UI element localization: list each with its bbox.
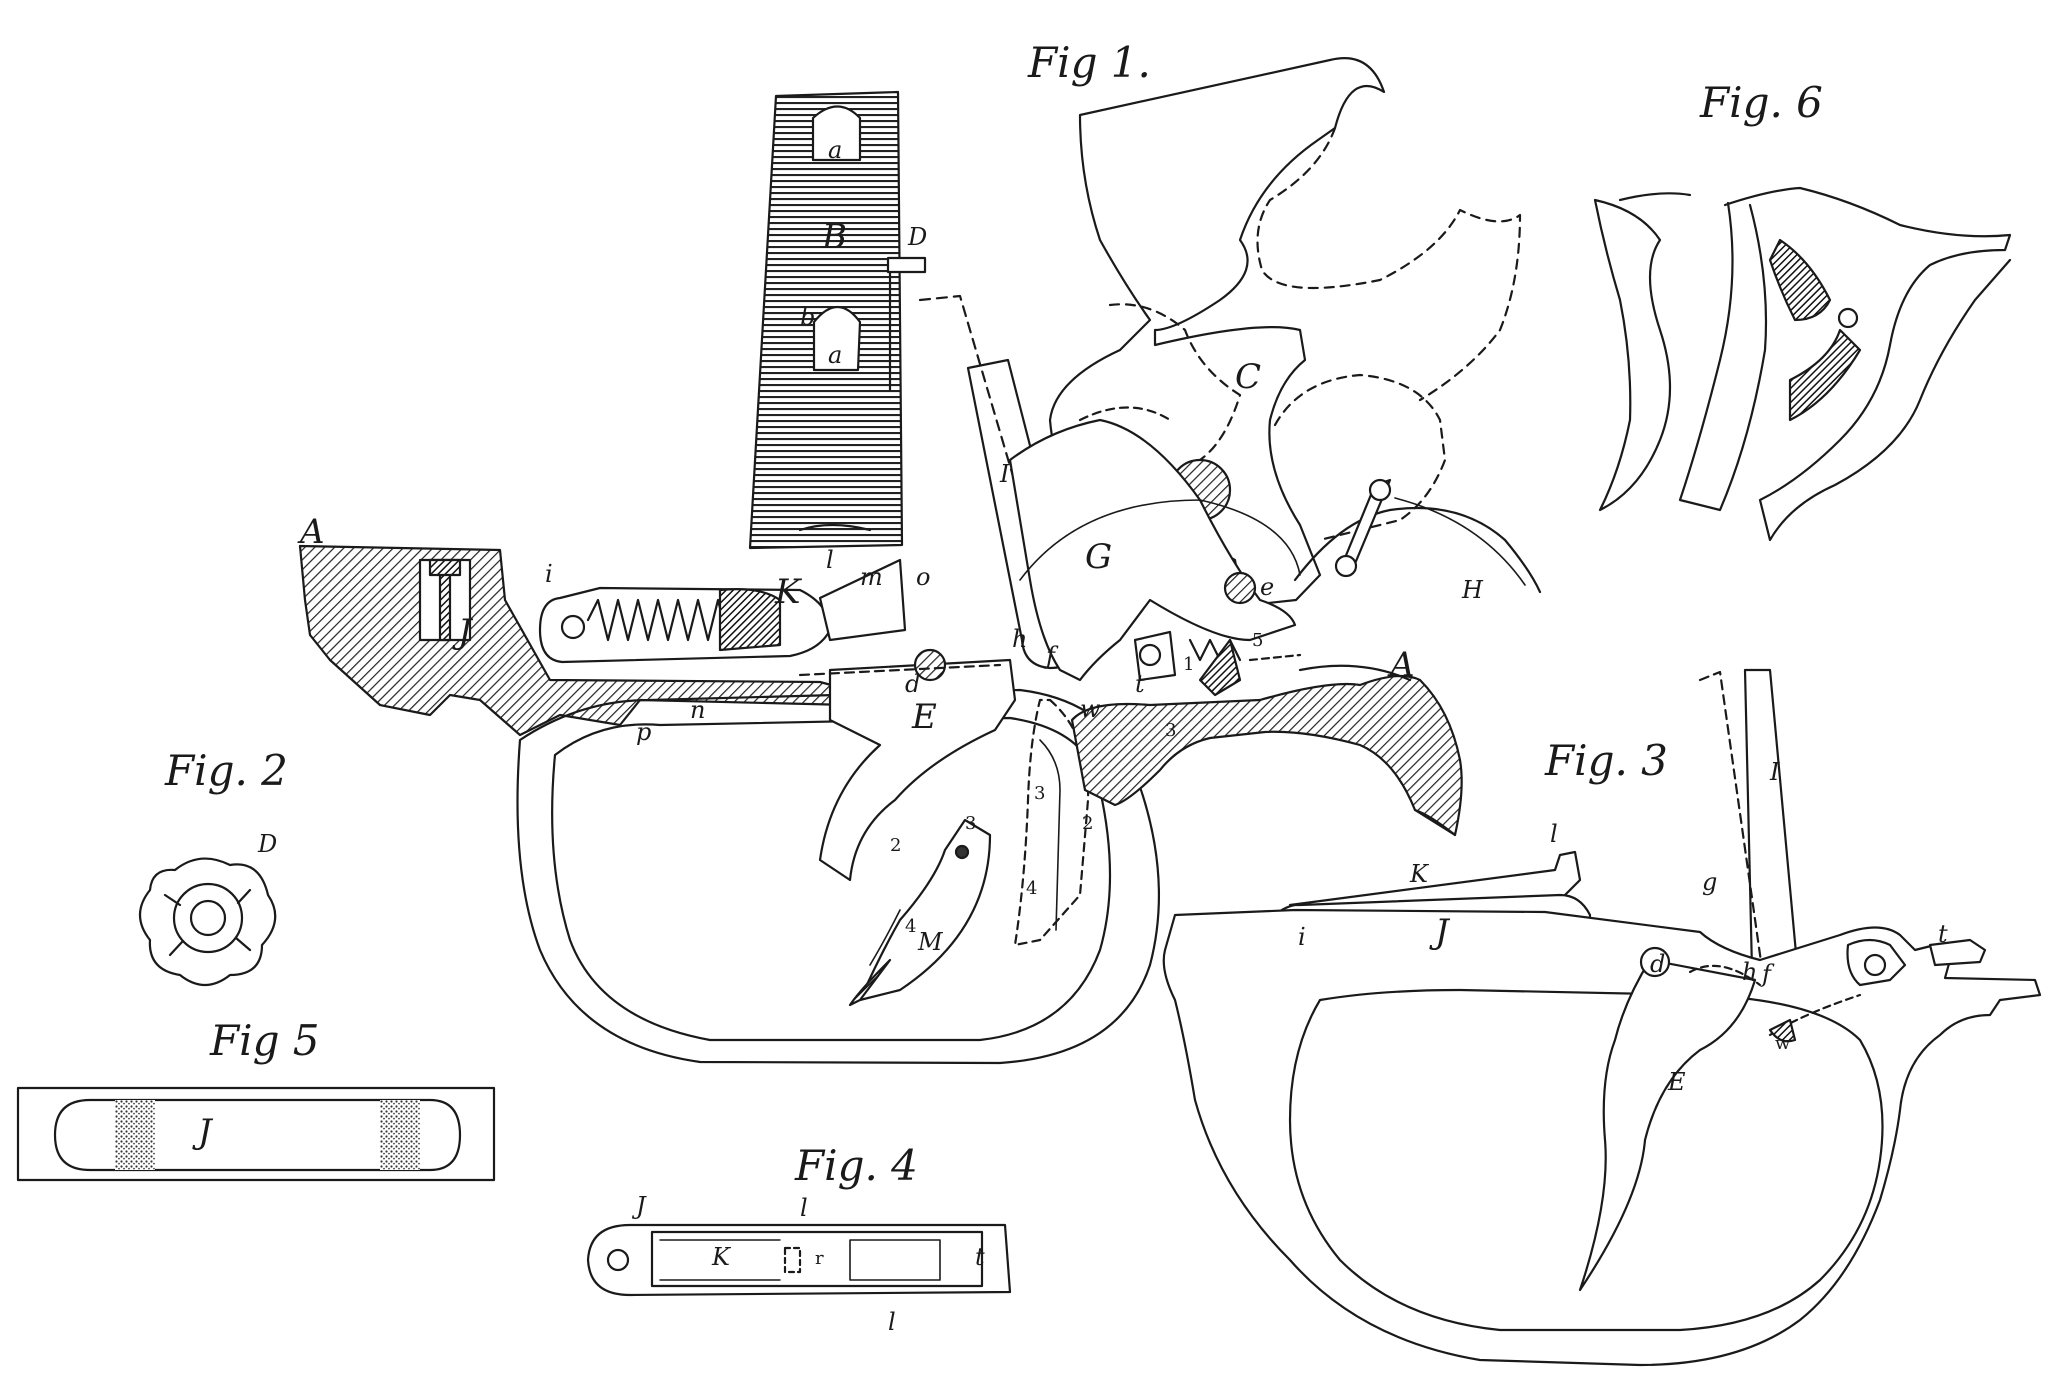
label-num-5: 5	[1252, 630, 1264, 651]
lever-M	[858, 818, 992, 1002]
label-I-fig1: I	[1000, 460, 1010, 488]
label-l-fig1: l	[826, 546, 834, 574]
cylinder-B	[748, 90, 904, 550]
label-K-fig4: K	[712, 1243, 730, 1271]
frame-fig6-left	[1593, 198, 1672, 512]
coil-spring	[586, 598, 740, 642]
label-num-4-right: 4	[1026, 878, 1038, 899]
mainspring-H	[1293, 506, 1542, 594]
label-e: e	[1260, 573, 1275, 601]
label-h-fig1: h	[1012, 625, 1028, 653]
label-B: B	[822, 217, 847, 257]
figure-6	[1593, 186, 2012, 542]
pawl-I-fig3	[1743, 668, 1800, 992]
caption-fig-1: Fig 1.	[1028, 38, 1151, 87]
label-i-fig1: i	[545, 560, 553, 588]
figure-4	[586, 1223, 1012, 1297]
label-l-fig4-top: l	[800, 1194, 808, 1222]
pin-D	[886, 256, 927, 392]
label-p: p	[636, 718, 652, 746]
caption-fig-5: Fig 5	[210, 1016, 320, 1065]
label-J-fig1: J	[458, 612, 472, 652]
label-num-2-right: 2	[1082, 813, 1094, 834]
label-num-2-left: 2	[890, 835, 902, 856]
label-M: M	[918, 928, 943, 956]
label-num-4-left: 4	[905, 916, 917, 937]
label-t-fig1: t	[1135, 670, 1145, 698]
label-J-fig3: J	[1435, 912, 1449, 952]
hammer-G	[1008, 418, 1297, 682]
label-D-fig1: D	[908, 223, 928, 251]
label-E-fig3: E	[1668, 1068, 1686, 1096]
label-D-fig2: D	[258, 830, 278, 858]
figure-2	[138, 857, 277, 987]
label-G: G	[1085, 537, 1113, 577]
bar-K	[818, 558, 907, 642]
label-i-fig3: i	[1298, 923, 1306, 951]
label-E-fig1: E	[912, 697, 937, 737]
label-r-fig4: r	[815, 1248, 824, 1269]
screw-e	[1223, 571, 1257, 605]
label-A-left: A	[300, 512, 325, 552]
frame-fig3	[1162, 908, 2042, 1367]
label-w-fig1: w	[1080, 695, 1101, 723]
label-f-fig1: f	[1046, 642, 1055, 670]
caption-fig-2: Fig. 2	[165, 746, 288, 795]
label-g: g	[1702, 868, 1718, 896]
caption-fig-4: Fig. 4	[795, 1141, 918, 1190]
trigger-E-fig3	[1578, 958, 1757, 1292]
label-d-fig1: d	[905, 670, 921, 698]
label-o: o	[916, 563, 931, 591]
label-d-fig3: d	[1650, 950, 1666, 978]
label-H: H	[1462, 576, 1483, 604]
label-a-bottom: a	[828, 341, 843, 369]
frame-A-right	[1070, 674, 1463, 837]
label-h-fig3: h	[1742, 958, 1758, 986]
label-num-3-mid: 3	[1165, 720, 1177, 741]
figure-1	[298, 57, 1542, 1065]
label-I-fig3: I	[1770, 758, 1780, 786]
figure-5	[16, 1086, 496, 1182]
figure-3	[1162, 668, 2042, 1367]
label-l-fig4-bottom: l	[888, 1308, 896, 1336]
label-C: C	[1235, 357, 1262, 397]
label-num-3-left: 3	[965, 813, 977, 834]
label-J-fig5: J	[198, 1112, 212, 1152]
label-t-fig4: t	[975, 1243, 985, 1271]
trigger-guard-fig1	[516, 688, 1160, 1065]
label-J-fig4: J	[636, 1192, 646, 1220]
label-K-fig3: K	[1410, 860, 1428, 888]
label-num-1: 1	[1183, 654, 1195, 675]
trigger-E	[818, 658, 1017, 882]
caption-fig-3: Fig. 3	[1545, 736, 1668, 785]
label-l-fig3: l	[1550, 820, 1558, 848]
label-n: n	[690, 696, 706, 724]
label-A-right: A	[1390, 645, 1415, 685]
label-f-fig3: f	[1762, 960, 1771, 988]
label-num-3-right: 3	[1034, 783, 1046, 804]
label-a-top: a	[828, 136, 843, 164]
label-b: b	[800, 303, 816, 331]
label-t-fig3: t	[1938, 920, 1948, 948]
caption-fig-6: Fig. 6	[1700, 78, 1823, 127]
label-m: m	[860, 563, 883, 591]
frame-fig6-right	[1723, 186, 2012, 542]
label-K-fig1: K	[775, 572, 801, 612]
label-w-fig3: w	[1775, 1033, 1791, 1054]
